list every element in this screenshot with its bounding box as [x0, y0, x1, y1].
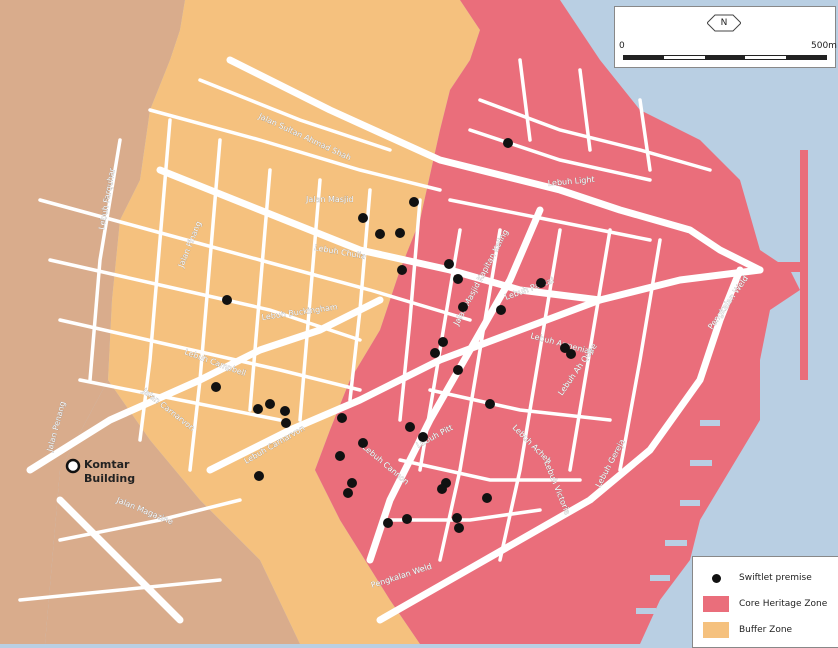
- legend-item: Swiftlet premise: [703, 565, 838, 591]
- scale-bar-box: N 0 500m: [614, 6, 837, 68]
- swiftlet-premise-marker: [222, 295, 232, 305]
- swiftlet-premise-marker: [566, 349, 576, 359]
- swiftlet-premise-marker: [536, 278, 546, 288]
- swiftlet-premise-marker: [397, 265, 407, 275]
- scale-max-label: 500m: [811, 41, 837, 51]
- minor-roads: [18, 58, 712, 602]
- swiftlet-premise-marker: [453, 365, 463, 375]
- swiftlet-premise-marker: [458, 302, 468, 312]
- landmark-label: Komtar: [84, 458, 130, 471]
- buffer-zone-swatch: [703, 622, 729, 638]
- swiftlet-premise-marker: [485, 399, 495, 409]
- street-label: Jalan Masjid: [305, 195, 354, 204]
- swiftlet-premise-marker: [437, 484, 447, 494]
- core-zone-swatch: [703, 596, 729, 612]
- swiftlet-premise-marker: [347, 478, 357, 488]
- swiftlet-premise-marker: [482, 493, 492, 503]
- legend-item: Buffer Zone: [703, 617, 838, 643]
- landmark-icon: [65, 458, 81, 474]
- swiftlet-premise-marker: [383, 518, 393, 528]
- swiftlet-premise-marker: [438, 337, 448, 347]
- outer-land-zone: [0, 0, 185, 644]
- swiftlet-premise-marker: [395, 228, 405, 238]
- scale-min-label: 0: [619, 41, 625, 51]
- swiftlet-premise-marker: [335, 451, 345, 461]
- swiftlet-premise-marker: [444, 259, 454, 269]
- swiftlet-premise-marker: [358, 213, 368, 223]
- buffer-zone: [108, 0, 480, 644]
- swiftlet-premise-marker: [343, 488, 353, 498]
- scale-bar: [623, 55, 827, 60]
- swiftlet-premise-marker: [405, 422, 415, 432]
- coastline-inlets: [636, 420, 720, 614]
- swiftlet-premise-marker: [453, 274, 463, 284]
- jetty-arm: [760, 262, 808, 272]
- swiftlet-premise-marker: [265, 399, 275, 409]
- komtar-building-marker: Komtar Building: [65, 458, 135, 485]
- swiftlet-premise-marker: [375, 229, 385, 239]
- legend-label: Core Heritage Zone: [739, 599, 828, 609]
- swiftlet-premise-marker: [430, 348, 440, 358]
- legend-label: Buffer Zone: [739, 625, 793, 635]
- north-label: N: [720, 18, 728, 28]
- swiftlet-premise-marker: [337, 413, 347, 423]
- street-label: Lebuh Light: [547, 175, 595, 188]
- swiftlet-premises: [211, 138, 576, 533]
- swiftlet-premise-marker: [452, 513, 462, 523]
- swiftlet-premise-marker: [358, 438, 368, 448]
- premise-swatch: [703, 570, 729, 586]
- outer-land-south: [45, 380, 300, 644]
- swiftlet-premise-marker: [496, 305, 506, 315]
- legend-item: Core Heritage Zone: [703, 591, 838, 617]
- legend: Swiftlet premise Core Heritage Zone Buff…: [692, 556, 838, 648]
- swiftlet-premise-marker: [281, 418, 291, 428]
- swiftlet-premise-marker: [211, 382, 221, 392]
- swiftlet-premise-marker: [280, 406, 290, 416]
- north-arrow-icon: [707, 14, 741, 32]
- swiftlet-premise-marker: [253, 404, 263, 414]
- north-arrow: N: [707, 13, 741, 33]
- swiftlet-premise-marker: [503, 138, 513, 148]
- landmark-label: Building: [84, 472, 135, 485]
- legend-label: Swiftlet premise: [739, 573, 812, 583]
- swiftlet-premise-marker: [409, 197, 419, 207]
- swiftlet-premise-marker: [454, 523, 464, 533]
- swiftlet-premise-marker: [402, 514, 412, 524]
- swiftlet-premise-marker: [254, 471, 264, 481]
- swiftlet-premise-marker: [418, 432, 428, 442]
